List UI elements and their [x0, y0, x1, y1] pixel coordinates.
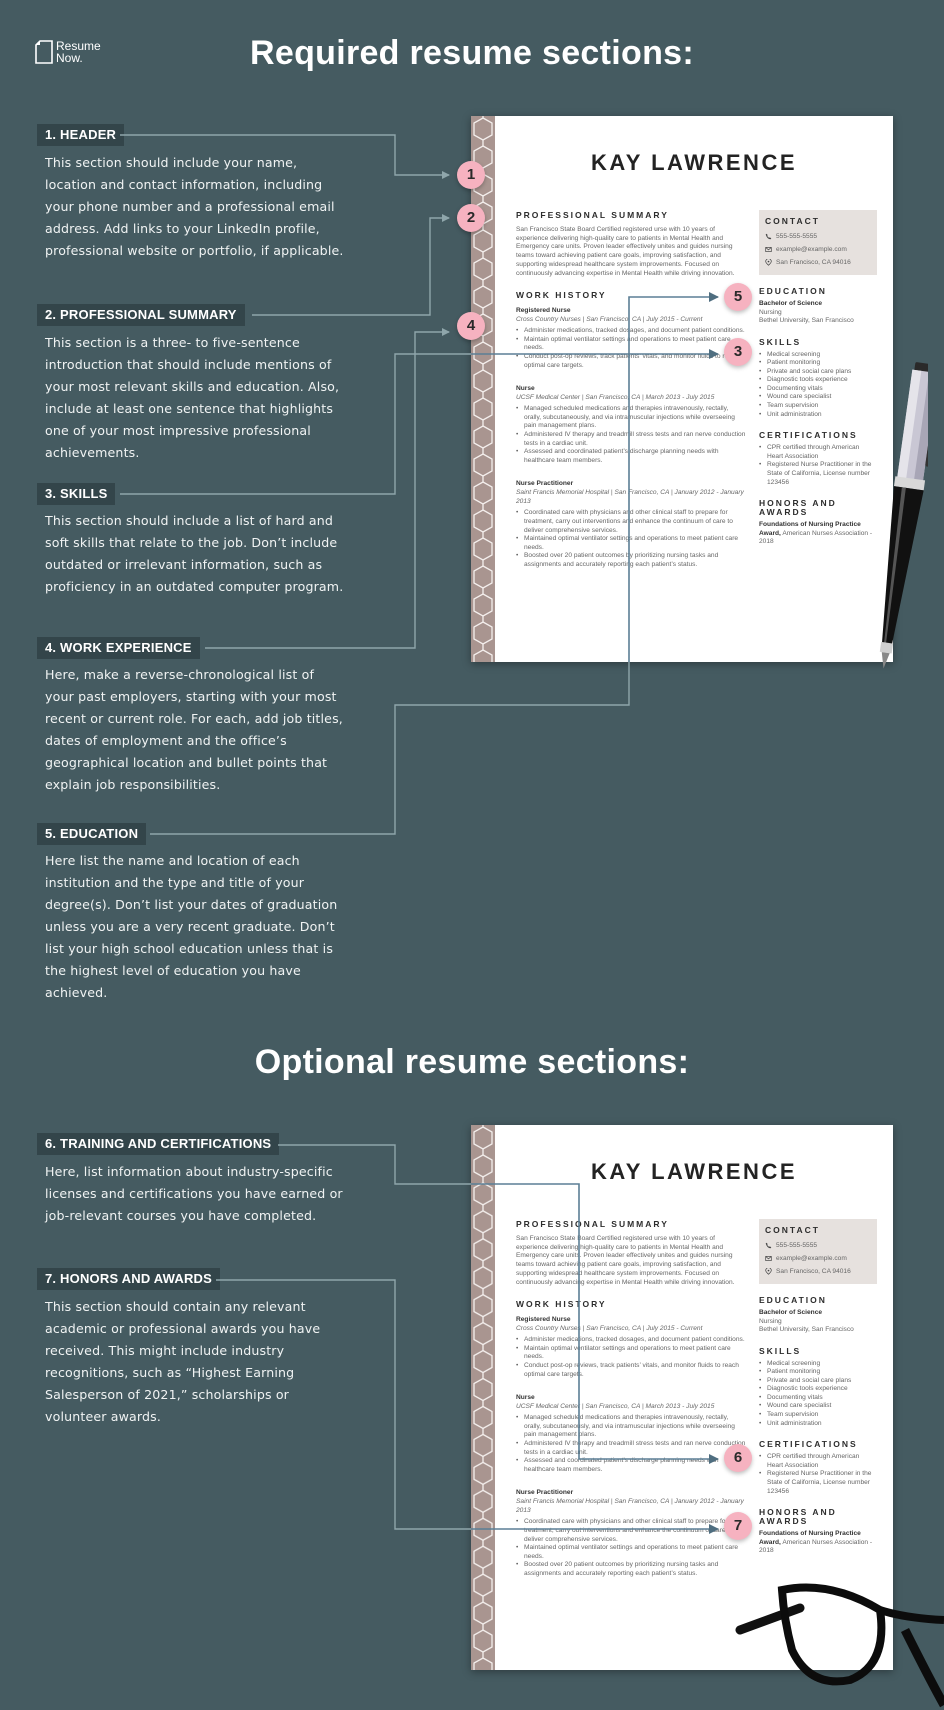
resume-preview-required: KAY LAWRENCE PROFESSIONAL SUMMARY San Fr… — [471, 116, 893, 662]
badge-7: 7 — [724, 1512, 752, 1540]
section-body-honors-awards: This section should contain any relevant… — [45, 1299, 321, 1424]
section-body-work-experience: Here, make a reverse-chronological list … — [45, 667, 343, 792]
pen-icon — [879, 362, 928, 669]
resume-honors: HONORS AND AWARDS Foundations of Nursing… — [759, 1507, 873, 1555]
resume-summary-text: San Francisco State Board Certified regi… — [516, 226, 735, 277]
resume-work-heading: WORK HISTORY — [516, 290, 607, 301]
optional-sections-title: Optional resume sections: — [254, 1043, 690, 1081]
resume-side-column: CONTACT 555-555-5555 example@example.com… — [759, 210, 877, 559]
resume-skills: SKILLS Medical screeningPatient monitori… — [759, 337, 877, 420]
resume-certifications: CERTIFICATIONS CPR certified through Ame… — [759, 431, 877, 487]
email-icon — [765, 1256, 772, 1261]
badge-6: 6 — [724, 1444, 752, 1472]
section-label-education: 5. EDUCATION — [37, 823, 147, 845]
location-pin-icon — [765, 259, 772, 266]
section-label-skills: 3. SKILLS — [37, 483, 116, 505]
glasses-icon — [735, 1583, 944, 1708]
section-label-professional-summary: 2. PROFESSIONAL SUMMARY — [37, 304, 245, 326]
resume-skills: SKILLS Medical screeningPatient monitori… — [759, 1346, 877, 1429]
section-label-work-experience: 4. WORK EXPERIENCE — [37, 637, 200, 659]
required-sections-title: Required resume sections: — [250, 34, 694, 72]
section-label-header: 1. HEADER — [37, 124, 125, 146]
document-icon — [35, 40, 53, 64]
resume-contact-box: CONTACT 555-555-5555 example@example.com… — [759, 1219, 877, 1284]
section-body-header: This section should include your name, l… — [45, 155, 344, 258]
section-body-professional-summary: This section is a three- to five-sentenc… — [45, 335, 340, 460]
resume-main-column: PROFESSIONAL SUMMARY San Francisco State… — [516, 1219, 746, 1579]
section-label-training-certifications: 6. TRAINING AND CERTIFICATIONS — [37, 1133, 280, 1155]
resume-job: Nurse UCSF Medical Center | San Francisc… — [516, 1393, 746, 1474]
resume-certifications: CERTIFICATIONS CPR certified through Ame… — [759, 1440, 877, 1496]
resume-honors: HONORS AND AWARDS Foundations of Nursing… — [759, 498, 873, 546]
resume-education: EDUCATION Bachelor of Science Nursing Be… — [759, 1295, 854, 1334]
resume-name: KAY LAWRENCE — [590, 1159, 798, 1184]
email-icon — [765, 247, 772, 252]
badge-2: 2 — [457, 204, 485, 232]
badge-5: 5 — [724, 283, 752, 311]
resume-job: Nurse Practitioner Saint Francis Memoria… — [516, 479, 746, 569]
hexagon-pattern-strip — [471, 1125, 495, 1670]
resume-education: EDUCATION Bachelor of Science Nursing Be… — [759, 286, 854, 325]
resume-now-logo: Resume Now. — [35, 40, 101, 64]
hexagon-pattern-strip — [471, 116, 495, 662]
section-label-honors-awards: 7. HONORS AND AWARDS — [37, 1268, 220, 1290]
phone-icon — [765, 233, 772, 240]
phone-icon — [765, 1242, 772, 1249]
resume-job: Nurse Practitioner Saint Francis Memoria… — [516, 1488, 746, 1578]
resume-name: KAY LAWRENCE — [590, 150, 798, 175]
resume-side-column: CONTACT 555-555-5555 example@example.com… — [759, 1219, 877, 1568]
section-body-skills: This section should include a list of ha… — [45, 513, 344, 594]
resume-summary-heading: PROFESSIONAL SUMMARY — [516, 210, 669, 220]
badge-4: 4 — [457, 312, 485, 340]
logo-text: Resume Now. — [56, 39, 101, 65]
section-body-training-certifications: Here, list information about industry-sp… — [45, 1164, 343, 1223]
resume-job: Registered Nurse Cross Country Nurses | … — [516, 1315, 746, 1379]
resume-job: Registered Nurse Cross Country Nurses | … — [516, 306, 746, 370]
badge-1: 1 — [457, 161, 485, 189]
section-body-education: Here list the name and location of each … — [45, 853, 338, 1000]
badge-3: 3 — [724, 338, 752, 366]
resume-main-column: PROFESSIONAL SUMMARY San Francisco State… — [516, 210, 746, 570]
resume-contact-box: CONTACT 555-555-5555 example@example.com… — [759, 210, 877, 275]
location-pin-icon — [765, 1268, 772, 1275]
resume-job: Nurse UCSF Medical Center | San Francisc… — [516, 384, 746, 465]
